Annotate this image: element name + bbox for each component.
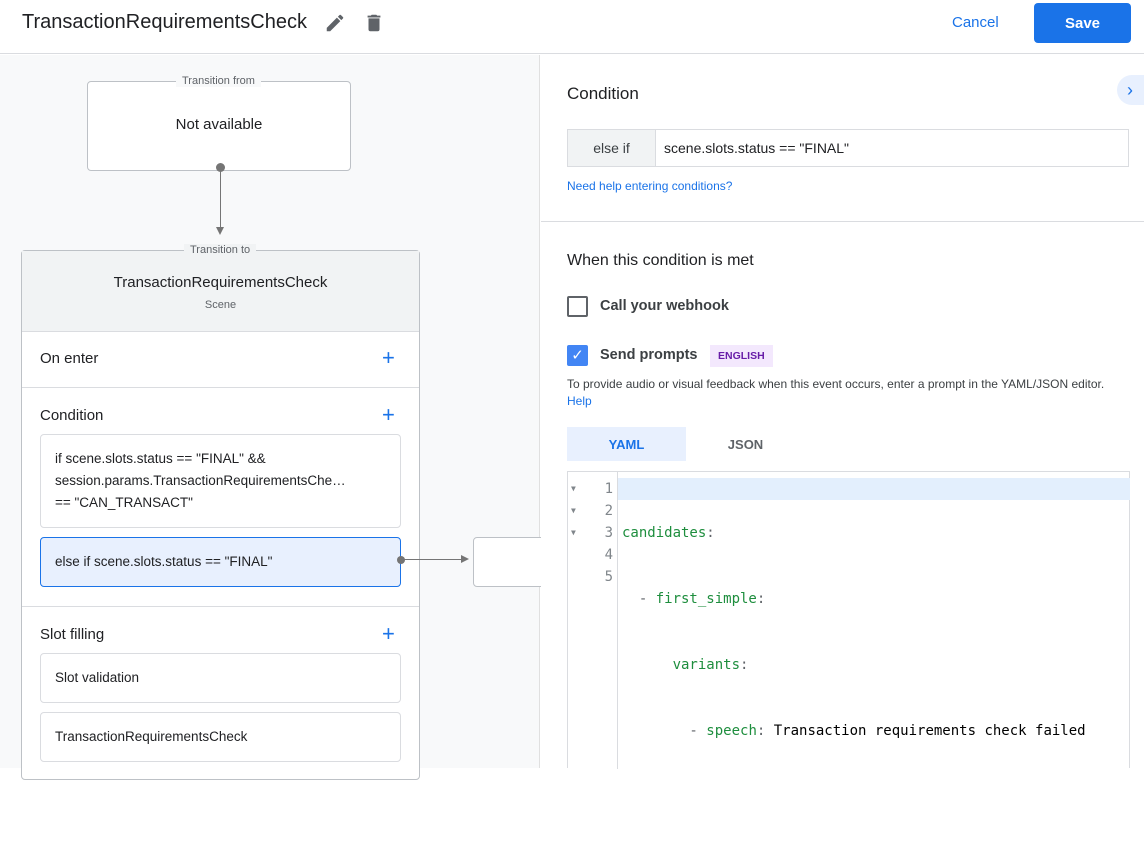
page-title: TransactionRequirementsCheck [22, 11, 307, 33]
condition-line: if scene.slots.status == "FINAL" && [55, 451, 266, 466]
scene-name: TransactionRequirementsCheck [113, 274, 328, 291]
line-number: 3 [604, 525, 613, 541]
condition-title: Condition [567, 84, 639, 103]
condition-card[interactable]: if scene.slots.status == "FINAL" && sess… [40, 434, 401, 528]
help-conditions-link[interactable]: Need help entering conditions? [567, 179, 733, 193]
fold-icon[interactable]: ▼ [571, 506, 576, 515]
top-bar: TransactionRequirementsCheck Cancel Save [0, 0, 1144, 54]
arrow-right-icon [461, 555, 469, 563]
condition-panel: › Condition else if scene.slots.status =… [541, 55, 1144, 768]
line-number: 1 [604, 481, 613, 497]
condition-label: Condition [40, 407, 104, 424]
connector-dot [397, 556, 405, 564]
delete-icon[interactable] [363, 12, 385, 34]
webhook-checkbox[interactable] [567, 296, 588, 317]
divider [541, 221, 1144, 222]
tab-yaml[interactable]: YAML [567, 427, 686, 461]
code-line [622, 786, 1086, 808]
transition-from-value: Not available [175, 116, 263, 133]
save-button[interactable]: Save [1034, 3, 1131, 43]
chevron-right-icon[interactable]: › [1117, 75, 1144, 105]
yaml-editor[interactable]: 1 2 3 4 5 ▼ ▼ ▼ candidates: - first_simp… [567, 471, 1130, 769]
condition-card-selected[interactable]: else if scene.slots.status == "FINAL" [40, 537, 401, 587]
condition-input[interactable]: else if scene.slots.status == "FINAL" [567, 129, 1129, 167]
add-on-enter-icon[interactable]: + [382, 345, 395, 370]
prompts-checkbox[interactable]: ✓ [567, 345, 588, 366]
condition-value[interactable]: scene.slots.status == "FINAL" [664, 140, 850, 156]
yaml-value: Transaction requirements check failed [773, 723, 1086, 739]
arrow-down-icon [216, 227, 224, 235]
transition-from-node[interactable]: Transition from Not available [87, 75, 351, 171]
connector-dot [216, 163, 225, 172]
add-slot-icon[interactable]: + [382, 621, 395, 646]
fold-icon[interactable]: ▼ [571, 484, 576, 493]
condition-line: session.params.TransactionRequirementsCh… [55, 473, 346, 488]
slot-item[interactable]: Slot validation [40, 653, 401, 703]
tab-json[interactable]: JSON [727, 436, 764, 452]
condition-line: == "CAN_TRANSACT" [55, 495, 193, 510]
connector-line [403, 559, 463, 560]
scene-header[interactable]: Transition to TransactionRequirementsChe… [22, 244, 419, 332]
yaml-key: first_simple [655, 591, 757, 607]
divider [22, 606, 419, 607]
yaml-key: variants [672, 657, 741, 673]
divider [22, 387, 419, 388]
webhook-label: Call your webhook [600, 298, 729, 314]
code-line: - first_simple: [622, 591, 766, 607]
cancel-button[interactable]: Cancel [952, 14, 999, 31]
condition-prefix: else if [568, 130, 656, 166]
scene-type: Scene [204, 299, 237, 311]
slot-item[interactable]: TransactionRequirementsCheck [40, 712, 401, 762]
code-line: variants: [672, 657, 749, 673]
prompt-description: To provide audio or visual feedback when… [567, 376, 1127, 410]
yaml-key: speech [706, 723, 757, 739]
gutter-divider [617, 472, 618, 769]
flow-canvas[interactable]: Transition from Not available Transition… [0, 55, 553, 780]
code-line: - speech: Transaction requirements check… [622, 723, 1086, 739]
line-number: 5 [604, 569, 613, 585]
transition-from-legend: Transition from [176, 75, 261, 87]
met-title: When this condition is met [567, 252, 754, 269]
slot-filling-label: Slot filling [40, 626, 105, 643]
line-number: 4 [604, 547, 613, 563]
edit-icon[interactable] [324, 12, 346, 34]
on-enter-label: On enter [40, 350, 99, 367]
add-condition-icon[interactable]: + [382, 402, 395, 427]
help-link[interactable]: Help [567, 394, 592, 408]
active-line-highlight [618, 478, 1130, 500]
connector-line [220, 171, 221, 229]
transition-to-legend: Transition to [184, 244, 257, 256]
prompts-label: Send prompts [600, 347, 698, 363]
yaml-key: candidates [622, 525, 707, 541]
code-line: candidates: [622, 525, 715, 541]
description-text: To provide audio or visual feedback when… [567, 377, 1105, 391]
language-badge: ENGLISH [710, 345, 773, 367]
line-number: 2 [604, 503, 613, 519]
fold-icon[interactable]: ▼ [571, 528, 576, 537]
